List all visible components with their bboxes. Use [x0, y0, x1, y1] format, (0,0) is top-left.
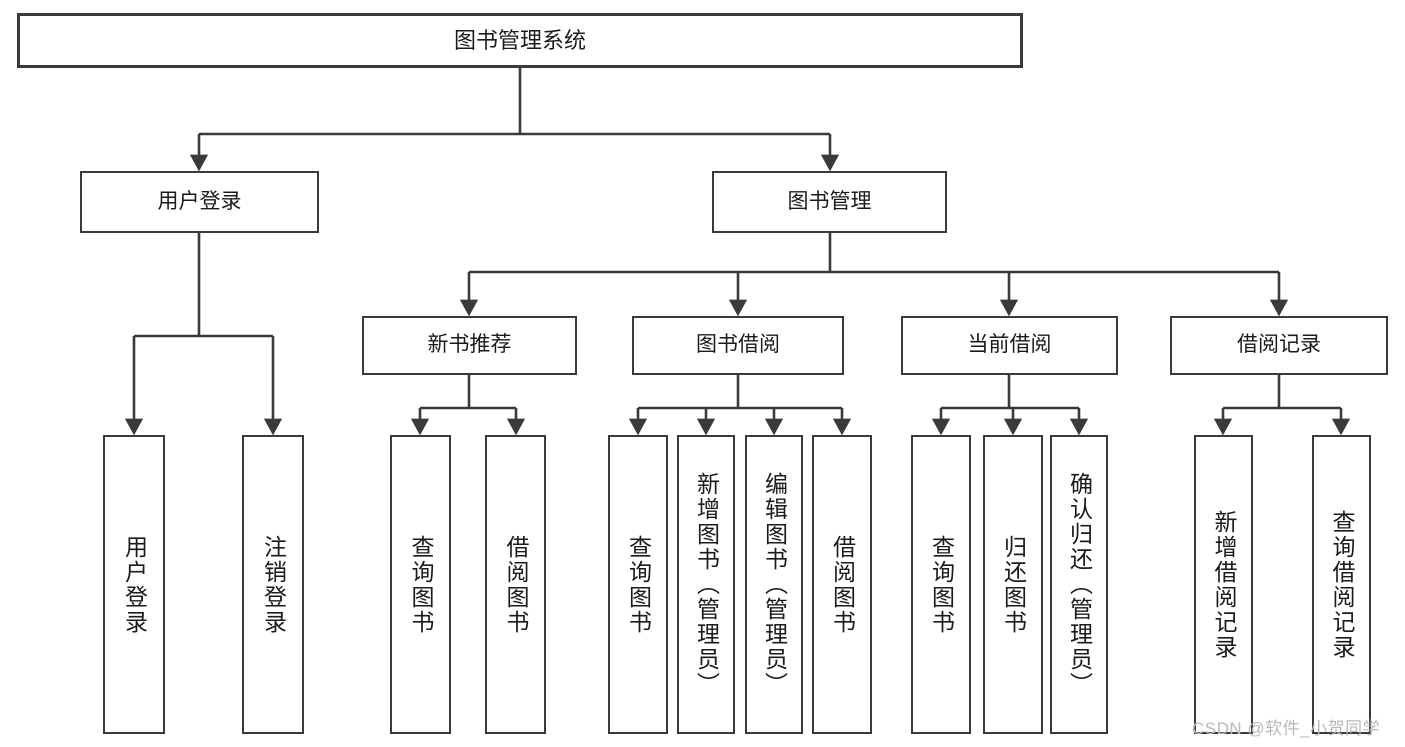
- leaf-user-login-label: 用户登录: [121, 534, 148, 635]
- leaf-logout-label: 注销登录: [260, 534, 287, 635]
- node-new-book-recommend[interactable]: 新书推荐: [362, 316, 577, 375]
- node-book-management-label: 图书管理: [787, 189, 872, 213]
- leaf-confirm-return-admin-label: 确认归还（管理员）: [1066, 472, 1093, 697]
- leaf-search-borrow-record-label: 查询借阅记录: [1329, 509, 1355, 660]
- node-borrow-record[interactable]: 借阅记录: [1170, 316, 1388, 375]
- leaf-borrow-book-newbook[interactable]: 借阅图书: [485, 435, 546, 734]
- leaf-borrow-book[interactable]: 借阅图书: [812, 435, 872, 734]
- leaf-search-book-current-label: 查询图书: [928, 534, 955, 635]
- leaf-add-book-admin[interactable]: 新增图书（管理员）: [677, 435, 735, 734]
- leaf-search-book-current[interactable]: 查询图书: [911, 435, 971, 734]
- node-user-login[interactable]: 用户登录: [80, 171, 319, 233]
- leaf-edit-book-admin-label: 编辑图书（管理员）: [761, 472, 788, 697]
- leaf-user-login[interactable]: 用户登录: [103, 435, 165, 734]
- node-current-borrow[interactable]: 当前借阅: [901, 316, 1118, 375]
- node-root[interactable]: 图书管理系统: [17, 13, 1023, 68]
- leaf-search-borrow-record[interactable]: 查询借阅记录: [1312, 435, 1371, 734]
- leaf-search-book-newbook-label: 查询图书: [408, 534, 434, 635]
- leaf-borrow-book-label: 借阅图书: [829, 534, 856, 635]
- leaf-add-borrow-record-label: 新增借阅记录: [1211, 509, 1237, 660]
- node-book-borrow-label: 图书借阅: [696, 333, 780, 357]
- node-root-label: 图书管理系统: [453, 27, 586, 53]
- leaf-search-book-borrow[interactable]: 查询图书: [608, 435, 668, 734]
- leaf-add-book-admin-label: 新增图书（管理员）: [693, 472, 720, 697]
- node-book-management[interactable]: 图书管理: [712, 171, 947, 233]
- node-book-borrow[interactable]: 图书借阅: [632, 316, 844, 375]
- leaf-search-book-borrow-label: 查询图书: [625, 534, 652, 635]
- leaf-edit-book-admin[interactable]: 编辑图书（管理员）: [745, 435, 803, 734]
- leaf-search-book-newbook[interactable]: 查询图书: [390, 435, 451, 734]
- leaf-borrow-book-newbook-label: 借阅图书: [503, 534, 529, 635]
- leaf-confirm-return-admin[interactable]: 确认归还（管理员）: [1050, 435, 1108, 734]
- node-user-login-label: 用户登录: [157, 189, 242, 213]
- leaf-add-borrow-record[interactable]: 新增借阅记录: [1194, 435, 1253, 734]
- leaf-return-book-label: 归还图书: [1000, 534, 1027, 635]
- node-new-book-recommend-label: 新书推荐: [427, 333, 512, 357]
- csdn-watermark: CSDN @软件_小贺同学: [1192, 719, 1381, 738]
- leaf-logout[interactable]: 注销登录: [242, 435, 304, 734]
- node-borrow-record-label: 借阅记录: [1237, 333, 1321, 357]
- leaf-return-book[interactable]: 归还图书: [983, 435, 1043, 734]
- node-current-borrow-label: 当前借阅: [967, 333, 1052, 357]
